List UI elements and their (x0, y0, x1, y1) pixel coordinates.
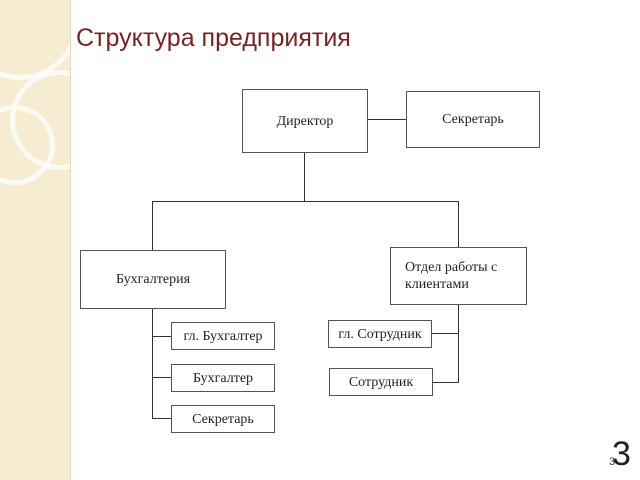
slide-title: Структура предприятия (76, 24, 351, 52)
employee-box: Сотрудник (329, 368, 433, 396)
page-number-small: 3 (609, 456, 616, 468)
connector-director-secretary (367, 119, 407, 120)
decorative-ring (0, 105, 55, 185)
chief-employee-box: гл. Сотрудник (328, 320, 432, 348)
accountant-box: Бухгалтер (171, 364, 275, 392)
connector-branch-client-dept (458, 201, 459, 247)
connector-client-spine (458, 304, 459, 383)
connector-accounting-spine (152, 308, 153, 419)
secretary-box: Секретарь (406, 91, 540, 148)
connector-accountant (152, 377, 172, 378)
connector-director-down (304, 152, 305, 201)
connector-chief-employee (431, 333, 458, 334)
page-number-large: 3 (612, 435, 631, 473)
connector-employee (433, 382, 458, 383)
decorative-side-band (0, 0, 71, 480)
connector-horizontal-branch (152, 201, 459, 202)
chief-accountant-box: гл. Бухгалтер (171, 322, 275, 350)
director-box: Директор (242, 89, 368, 153)
client-dept-box: Отдел работы с клиентами (390, 247, 527, 305)
connector-branch-accounting (152, 201, 153, 250)
decorative-ring (0, 0, 70, 80)
accounting-secretary-box: Секретарь (171, 405, 275, 433)
connector-accounting-secretary (152, 418, 172, 419)
accounting-box: Бухгалтерия (80, 250, 226, 309)
connector-chief-accountant (152, 336, 172, 337)
